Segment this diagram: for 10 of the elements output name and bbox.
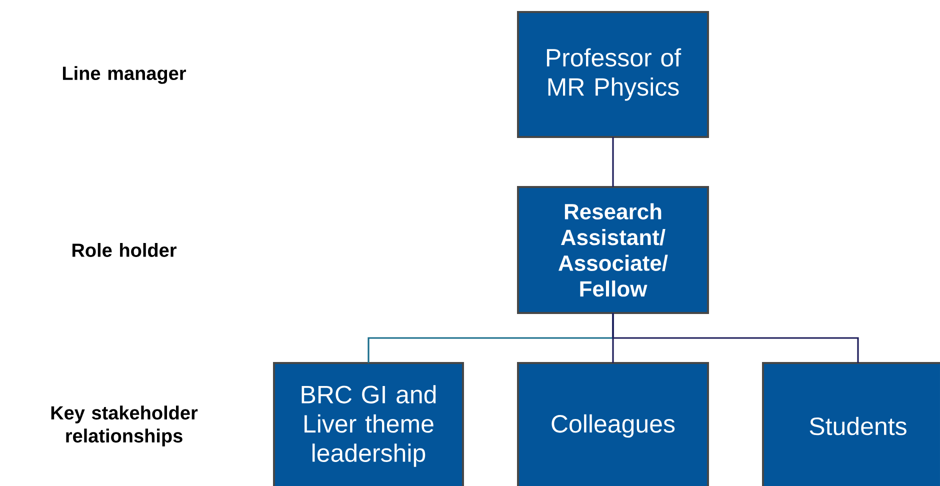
org-box: Professor of MR Physics — [517, 11, 709, 138]
org-box: BRC GI and Liver theme leadership — [273, 362, 464, 486]
row-label: Key stakeholder relationships — [51, 406, 198, 446]
org-box: Students — [762, 362, 940, 486]
connector-line — [612, 137, 614, 187]
row-label: Line manager — [62, 66, 186, 84]
row-label: Role holder — [72, 243, 176, 257]
org-box: Colleagues — [517, 362, 709, 486]
org-box: Research Assistant/ Associate/ Fellow — [517, 186, 709, 314]
connector-line — [612, 313, 859, 363]
